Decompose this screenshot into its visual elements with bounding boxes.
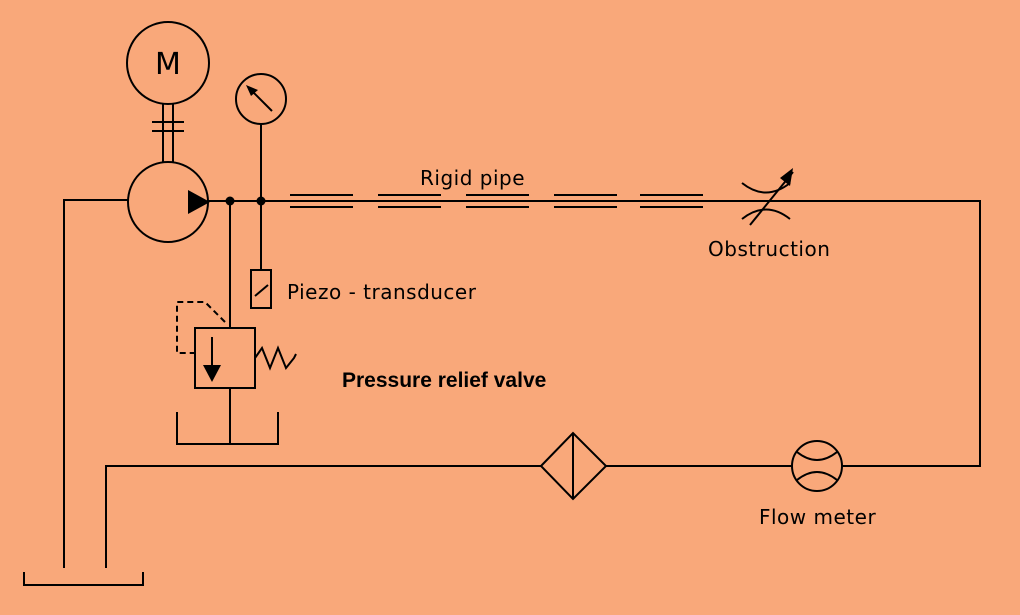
suction-line (63, 199, 128, 568)
motor-symbol: M (126, 21, 210, 105)
flow-meter-symbol (791, 440, 843, 492)
pressure-gauge-symbol (235, 73, 287, 201)
rigid-pipe-symbol (290, 194, 705, 208)
relief-tank (176, 412, 279, 445)
pressure-relief-valve-label: Pressure relief valve (342, 369, 547, 392)
valve-arrow-icon (203, 365, 221, 382)
gauge-needle-icon (246, 85, 258, 96)
pump-arrow-icon (188, 190, 210, 214)
motor-letter: M (155, 47, 181, 82)
filter-symbol (539, 431, 608, 501)
adjustable-arrow-icon (780, 168, 793, 186)
rigid-pipe-label: Rigid pipe (420, 166, 526, 190)
main-tank (23, 572, 144, 586)
pressure-relief-valve-symbol (176, 201, 297, 445)
obstruction-label: Obstruction (708, 237, 831, 261)
piezo-transducer-label: Piezo - transducer (287, 280, 477, 304)
flow-meter-label: Flow meter (759, 505, 877, 529)
return-line-right (705, 200, 981, 467)
pump-symbol (127, 161, 210, 243)
return-line-bottom (105, 465, 541, 568)
piezo-transducer-symbol (250, 201, 272, 309)
obstruction-symbol (741, 168, 794, 226)
shaft-coupling (152, 104, 184, 163)
